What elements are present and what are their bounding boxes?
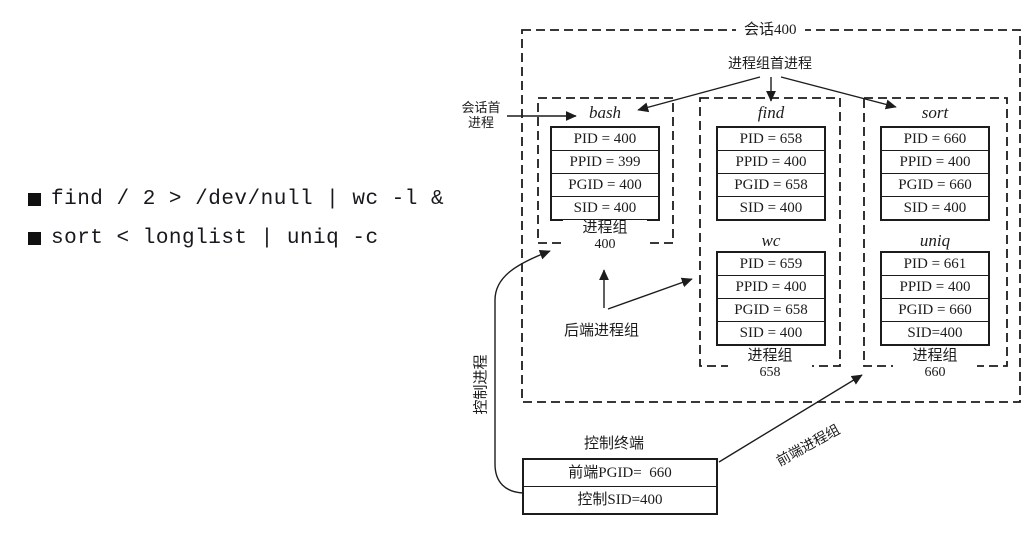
field-ppid: PPID = 400 bbox=[718, 275, 824, 298]
field-ppid: PPID = 399 bbox=[552, 150, 658, 173]
field-ppid: PPID = 400 bbox=[882, 150, 988, 173]
process-table-bash: PID = 400 PPID = 399 PGID = 400 SID = 40… bbox=[550, 126, 660, 221]
field-pgid: PGID = 658 bbox=[718, 173, 824, 196]
process-group-label-400: 进程组 400 bbox=[563, 220, 647, 253]
field-pid: PID = 660 bbox=[903, 131, 967, 147]
field-pgid: PGID = 660 bbox=[882, 173, 988, 196]
session-leader-label-line2: 进程 bbox=[467, 115, 494, 130]
process-name-uniq: uniq bbox=[919, 231, 951, 250]
terminal-foreground-pgid: 前端PGID= 660 bbox=[568, 465, 672, 481]
controlling-terminal-label: 控制终端 bbox=[583, 436, 644, 452]
process-table-uniq: PID = 661 PPID = 400 PGID = 660 SID=400 bbox=[880, 251, 990, 346]
field-sid: SID = 400 bbox=[882, 196, 988, 219]
session-title: 会话400 bbox=[736, 21, 805, 40]
field-sid: SID = 400 bbox=[718, 196, 824, 219]
controlling-process-arrow bbox=[494, 249, 551, 494]
process-group-number: 400 bbox=[594, 237, 616, 252]
process-group-number: 660 bbox=[924, 365, 946, 380]
process-table-find: PID = 658 PPID = 400 PGID = 658 SID = 40… bbox=[716, 126, 826, 221]
process-group-caption: 进程组 bbox=[582, 220, 628, 236]
field-ppid: PPID = 400 bbox=[882, 275, 988, 298]
field-sid: SID = 400 bbox=[718, 321, 824, 344]
process-group-caption: 进程组 bbox=[912, 348, 958, 364]
process-group-number: 658 bbox=[759, 365, 781, 380]
process-table-sort: PID = 660 PPID = 400 PGID = 660 SID = 40… bbox=[880, 126, 990, 221]
process-name-sort: sort bbox=[921, 103, 949, 122]
field-pgid: PGID = 400 bbox=[552, 173, 658, 196]
bullet-square-icon bbox=[28, 192, 41, 206]
session-leader-label: 会话首 进程 bbox=[452, 100, 510, 130]
group-leader-label: 进程组首进程 bbox=[728, 57, 812, 72]
command-line-1: find / 2 > /dev/null | wc -l & bbox=[28, 187, 445, 211]
field-pgid: PGID = 660 bbox=[882, 298, 988, 321]
bullet-square-icon bbox=[28, 231, 41, 245]
controlling-process-label: 控制进程 bbox=[473, 354, 490, 415]
process-name-wc: wc bbox=[761, 231, 781, 250]
process-table-wc: PID = 659 PPID = 400 PGID = 658 SID = 40… bbox=[716, 251, 826, 346]
terminal-controlling-sid: 控制SID=400 bbox=[524, 486, 716, 513]
process-group-caption: 进程组 bbox=[747, 348, 793, 364]
command-text-1: find / 2 > /dev/null | wc -l & bbox=[51, 187, 445, 211]
field-pid: PID = 661 bbox=[903, 256, 967, 272]
command-line-2: sort < longlist | uniq -c bbox=[28, 226, 379, 250]
background-group-arrow-to-658 bbox=[607, 277, 693, 310]
background-group-label: 后端进程组 bbox=[564, 323, 640, 339]
field-pid: PID = 400 bbox=[573, 131, 637, 147]
controlling-terminal-box: 前端PGID= 660 控制SID=400 bbox=[522, 458, 718, 515]
foreground-group-label: 前端进程组 bbox=[774, 422, 843, 470]
process-name-find: find bbox=[757, 103, 785, 122]
process-group-label-658: 进程组 658 bbox=[728, 348, 812, 381]
process-name-bash: bash bbox=[588, 103, 622, 122]
session-leader-label-line1: 会话首 bbox=[461, 100, 501, 115]
field-pid: PID = 659 bbox=[739, 256, 803, 272]
field-pgid: PGID = 658 bbox=[718, 298, 824, 321]
field-ppid: PPID = 400 bbox=[718, 150, 824, 173]
field-sid: SID=400 bbox=[882, 321, 988, 344]
field-sid: SID = 400 bbox=[552, 196, 658, 219]
command-text-2: sort < longlist | uniq -c bbox=[51, 226, 379, 250]
field-pid: PID = 658 bbox=[739, 131, 803, 147]
process-group-label-660: 进程组 660 bbox=[893, 348, 977, 381]
